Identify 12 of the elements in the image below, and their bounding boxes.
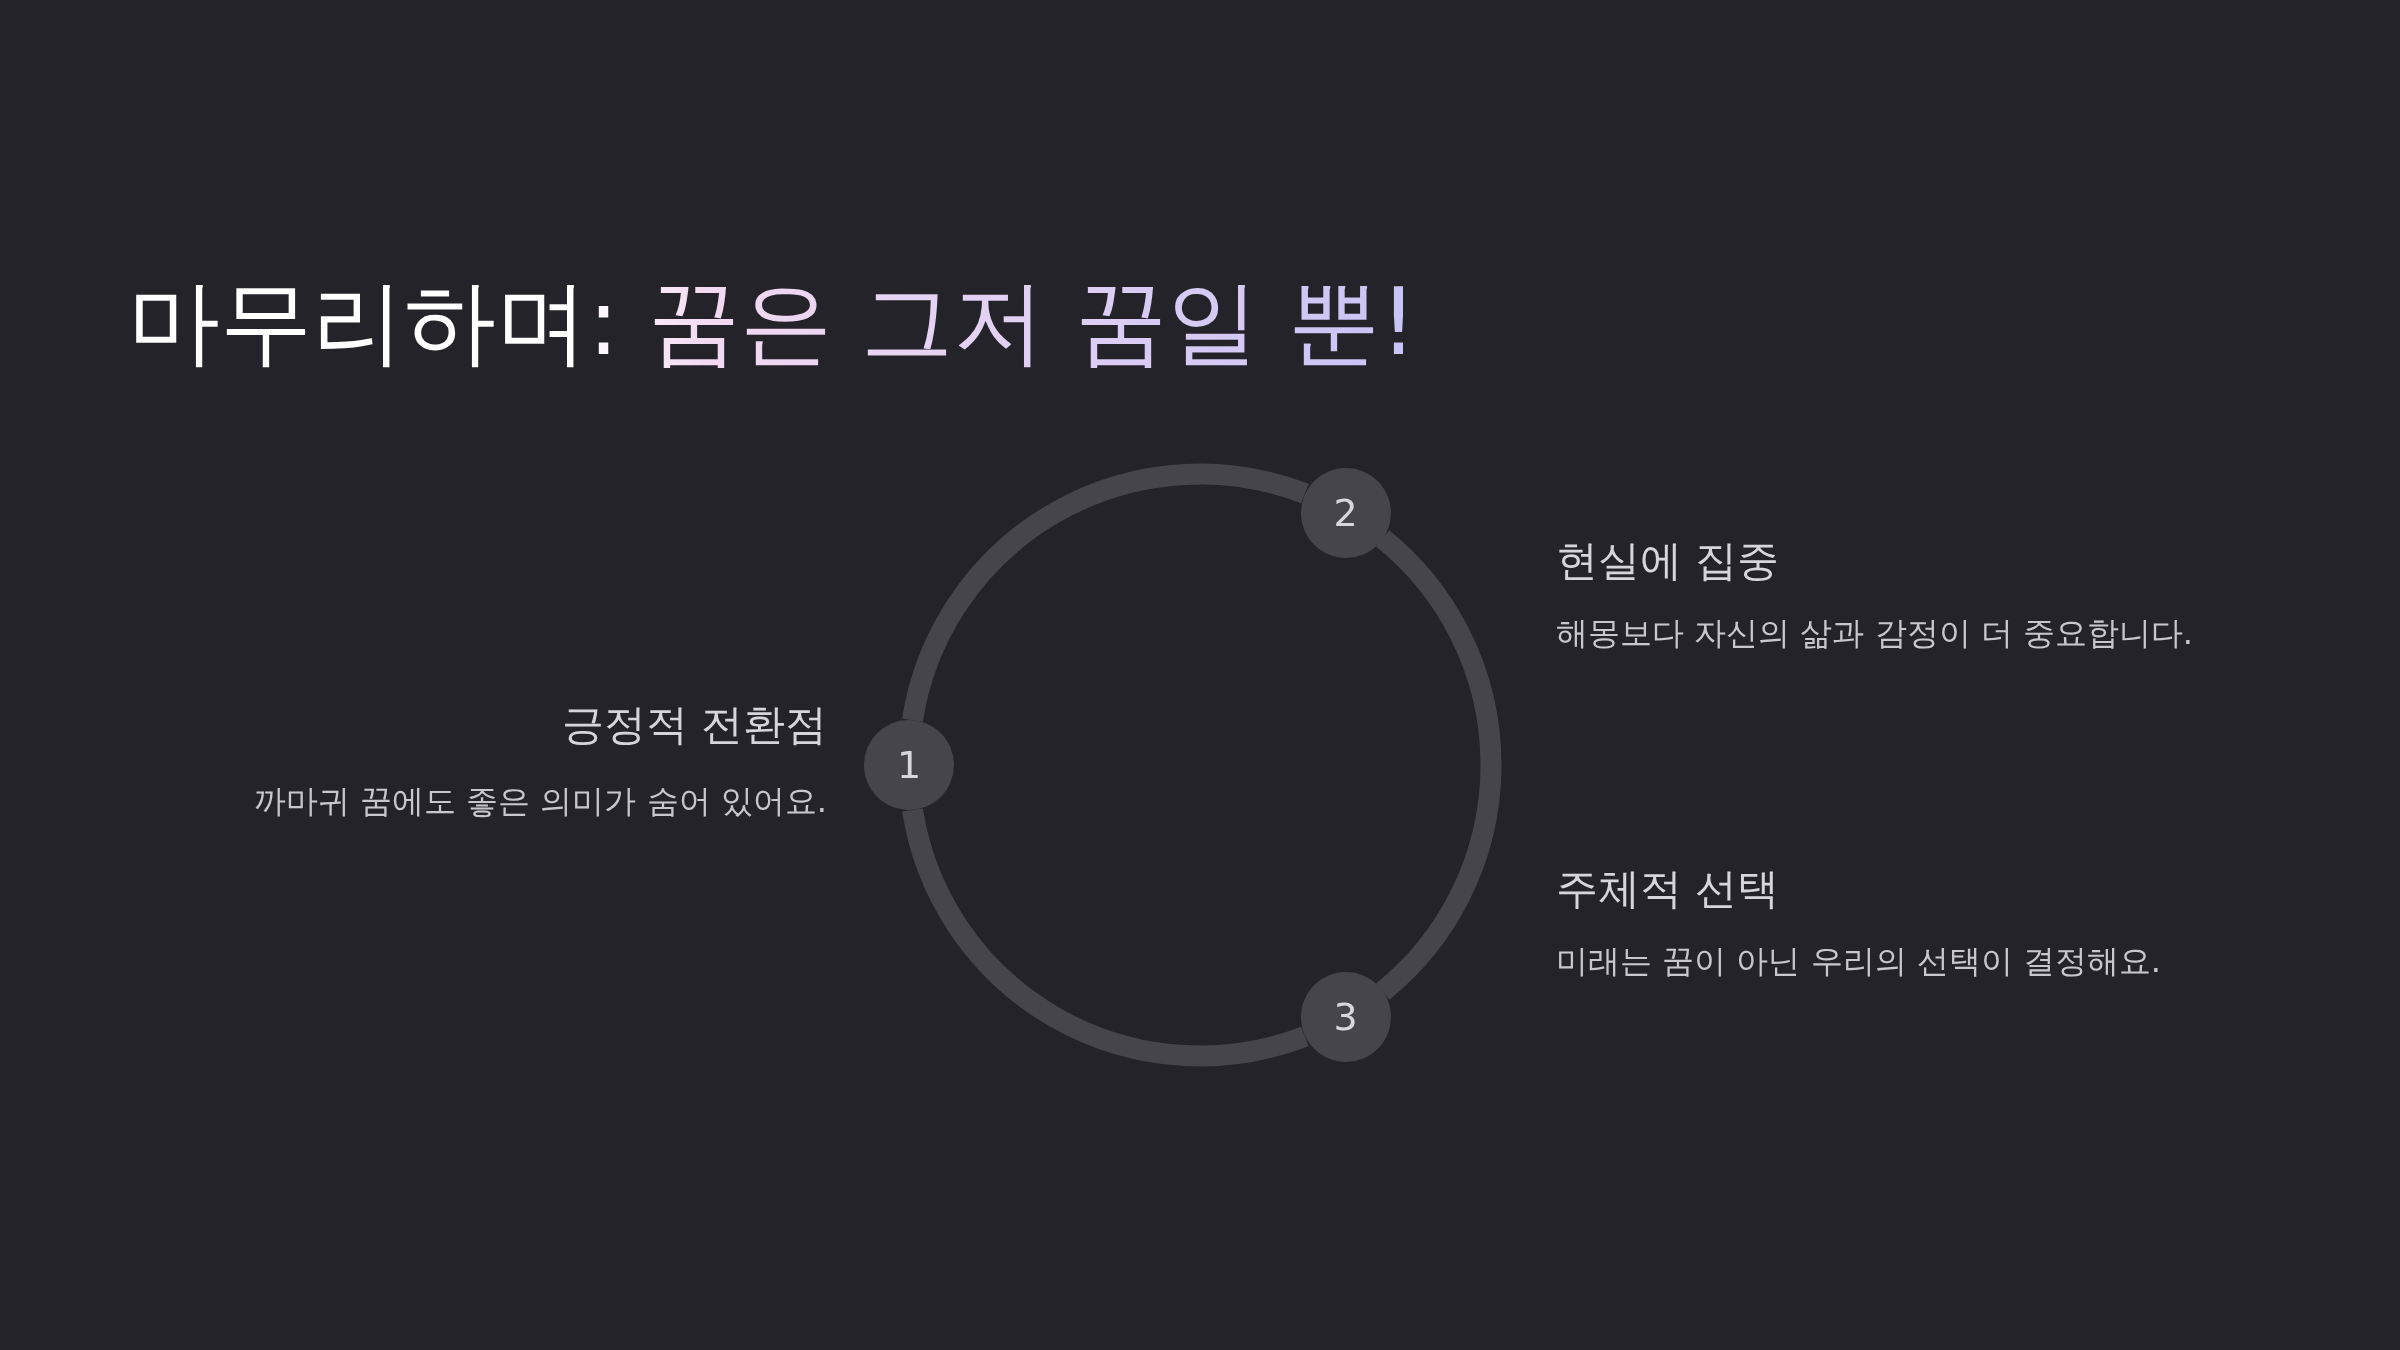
ring-arc: [1375, 530, 1502, 1000]
step-circle: 1: [864, 720, 954, 810]
step-description: 해몽보다 자신의 삶과 감정이 더 중요합니다.: [1556, 614, 2194, 653]
step-description: 까마귀 꿈에도 좋은 의미가 숨어 있어요.: [253, 782, 827, 821]
step-description: 미래는 꿈이 아닌 우리의 선택이 결정해요.: [1556, 942, 2162, 981]
step-circle: 2: [1300, 468, 1391, 558]
step-heading: 현실에 집중: [1556, 536, 1780, 587]
ring-arc: [902, 463, 1309, 723]
ring-arc: [902, 807, 1309, 1067]
step-heading: 주체적 선택: [1556, 864, 1780, 915]
step-circle: 3: [1300, 972, 1391, 1062]
step-heading: 긍정적 전환점: [561, 700, 827, 751]
